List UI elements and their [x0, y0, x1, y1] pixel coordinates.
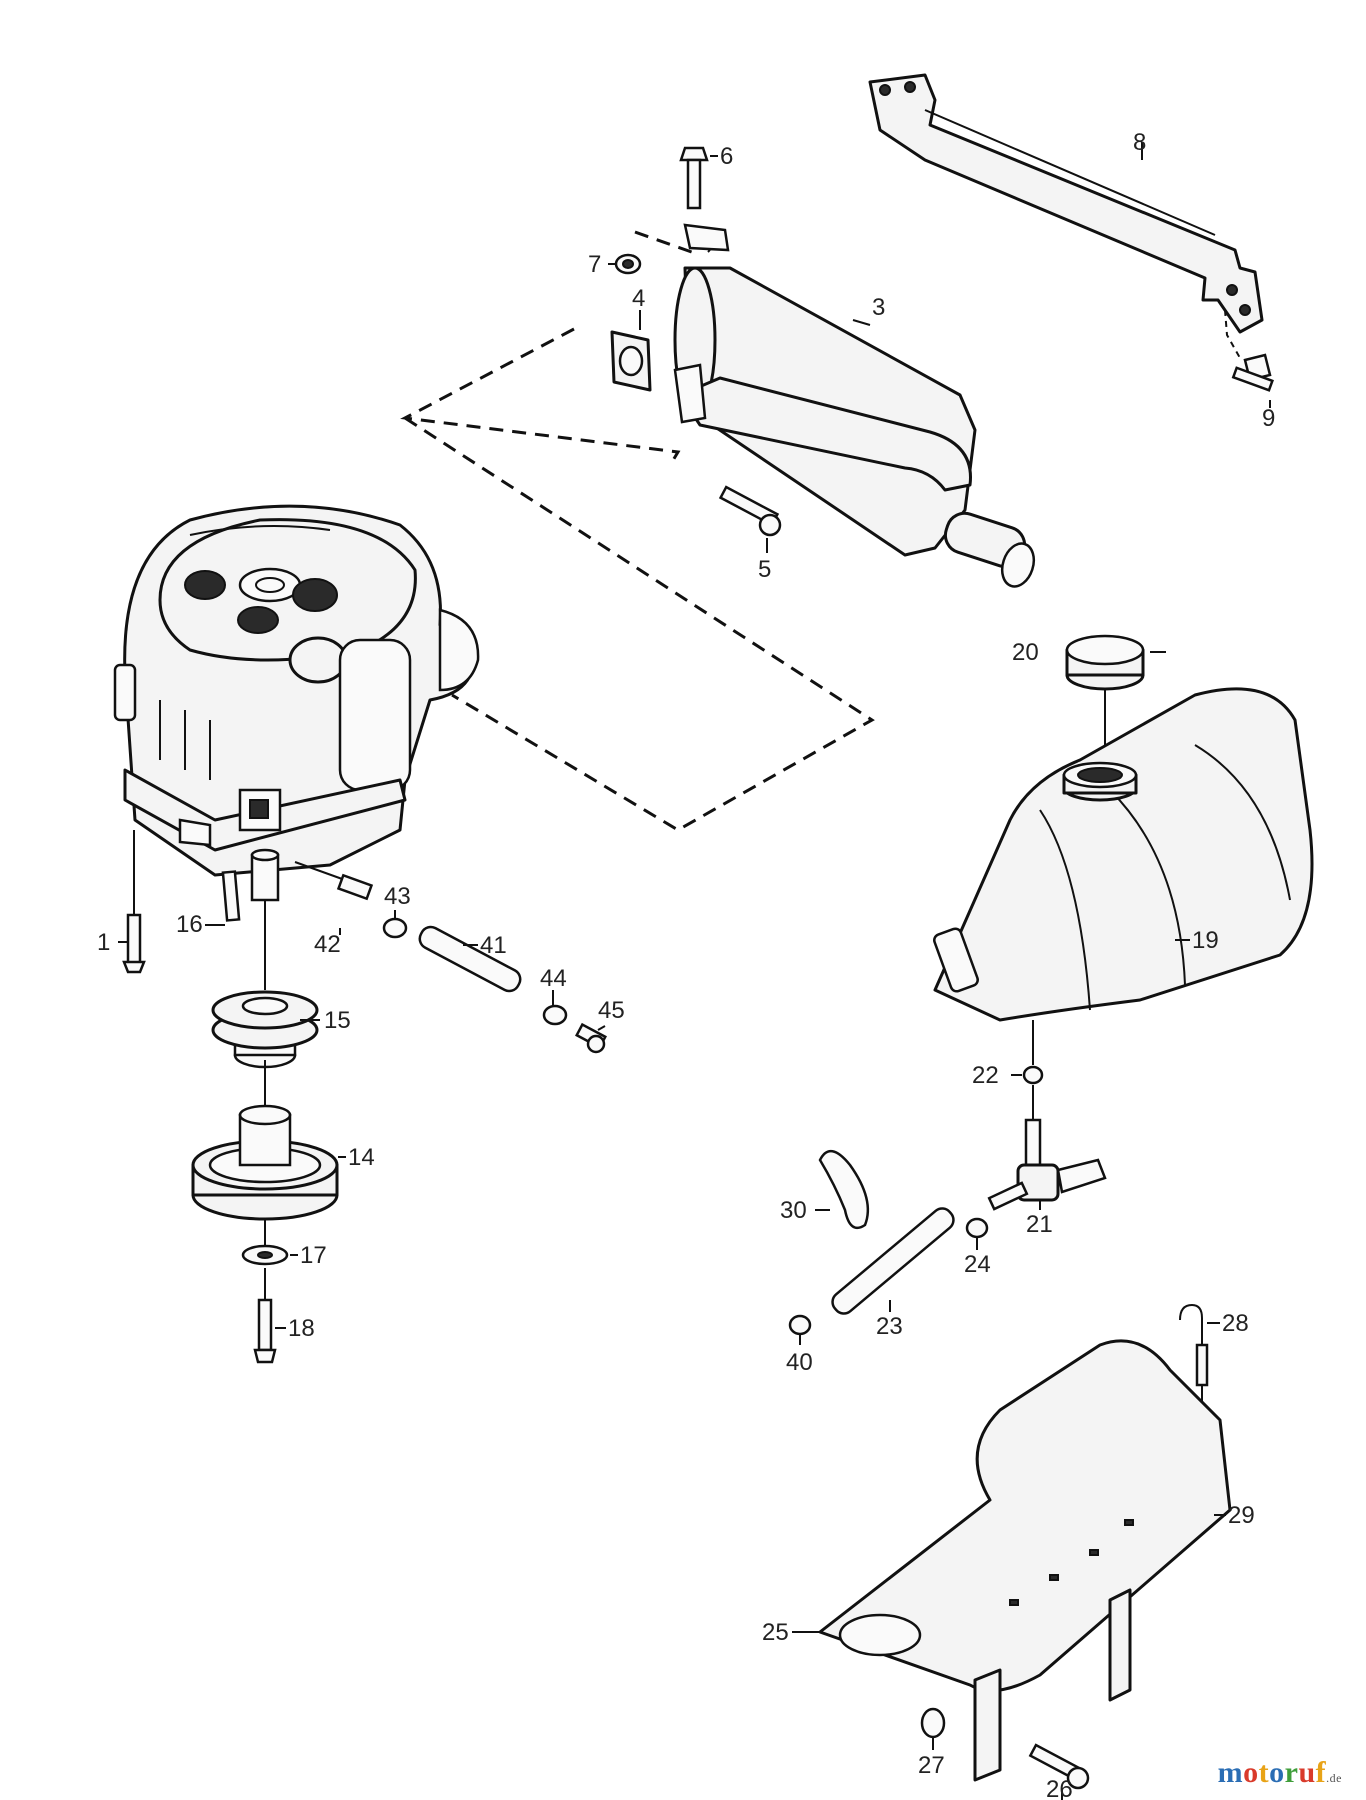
fuel-cap [1065, 634, 1145, 770]
logo-letter: o [1243, 1756, 1259, 1789]
callout-27: 27 [918, 1752, 945, 1779]
callout-19: 19 [1192, 927, 1219, 954]
muffler-bolt [679, 146, 709, 210]
engine [113, 504, 480, 877]
drain-hose-assembly [294, 861, 607, 1054]
muffler [673, 223, 1036, 588]
fuel-tank [933, 687, 1314, 1022]
plate-bolt [1028, 1743, 1090, 1790]
callout-26: 26 [1046, 1776, 1073, 1800]
callout-40: 40 [786, 1349, 813, 1376]
callout-7: 7 [588, 251, 601, 278]
engine-bolt [122, 830, 146, 974]
motoruf-logo: motoruf.de [1218, 1756, 1342, 1790]
mounting-plate [818, 1339, 1232, 1782]
bracket-bolt [1224, 309, 1274, 392]
callout-29: 29 [1228, 1502, 1255, 1529]
callout-30: 30 [780, 1197, 807, 1224]
callout-22: 22 [972, 1062, 999, 1089]
pulley-washer [241, 1220, 289, 1266]
callout-3: 3 [872, 294, 885, 321]
callout-6: 6 [720, 143, 733, 170]
plate-washer [920, 1707, 946, 1739]
support-bracket [868, 73, 1264, 334]
tank-grommet [1022, 1020, 1044, 1120]
exhaust-gasket [610, 330, 652, 392]
callout-8: 8 [1133, 129, 1146, 156]
callout-25: 25 [762, 1619, 789, 1646]
callout-20: 20 [1012, 639, 1039, 666]
callout-leader-lines [118, 142, 1271, 1800]
fuel-hose-assembly [788, 1207, 989, 1336]
shaft-key [221, 870, 241, 922]
cable-tie [818, 1150, 870, 1230]
callout-15: 15 [324, 1007, 351, 1034]
callout-21: 21 [1026, 1211, 1053, 1238]
logo-letter: u [1298, 1756, 1316, 1789]
drive-pulley-large [191, 1060, 339, 1221]
callout-9: 9 [1262, 405, 1275, 432]
flange-nut [614, 253, 642, 275]
callout-45: 45 [598, 997, 625, 1024]
logo-letter: t [1258, 1756, 1270, 1789]
drive-pulley-small [211, 990, 319, 1069]
crankshaft-stub [250, 848, 280, 990]
muffler-screw [718, 485, 782, 537]
callout-18: 18 [288, 1315, 315, 1342]
callout-28: 28 [1222, 1310, 1249, 1337]
assembly-dashed-lines [400, 230, 875, 832]
logo-letter: r [1284, 1756, 1299, 1789]
logo-wordmark: motoruf [1218, 1756, 1327, 1789]
callout-42: 42 [314, 931, 341, 958]
part-number-callouts: 6 7 4 3 8 9 5 1 16 42 43 41 15 44 45 14 … [97, 129, 1275, 1800]
callout-24: 24 [964, 1251, 991, 1278]
callout-1: 1 [97, 929, 110, 956]
logo-letter: o [1269, 1756, 1285, 1789]
fuel-shutoff-valve [987, 1118, 1107, 1211]
logo-tld: .de [1326, 1771, 1342, 1785]
callout-16: 16 [176, 911, 203, 938]
logo-letter: f [1315, 1756, 1327, 1789]
callout-23: 23 [876, 1313, 903, 1340]
callout-43: 43 [384, 883, 411, 910]
callout-17: 17 [300, 1242, 327, 1269]
callout-44: 44 [540, 965, 567, 992]
logo-letter: m [1217, 1756, 1244, 1789]
callout-5: 5 [758, 556, 771, 583]
callout-41: 41 [480, 932, 507, 959]
pulley-bolt [253, 1268, 277, 1364]
callout-14: 14 [348, 1144, 375, 1171]
callout-4: 4 [632, 285, 645, 312]
